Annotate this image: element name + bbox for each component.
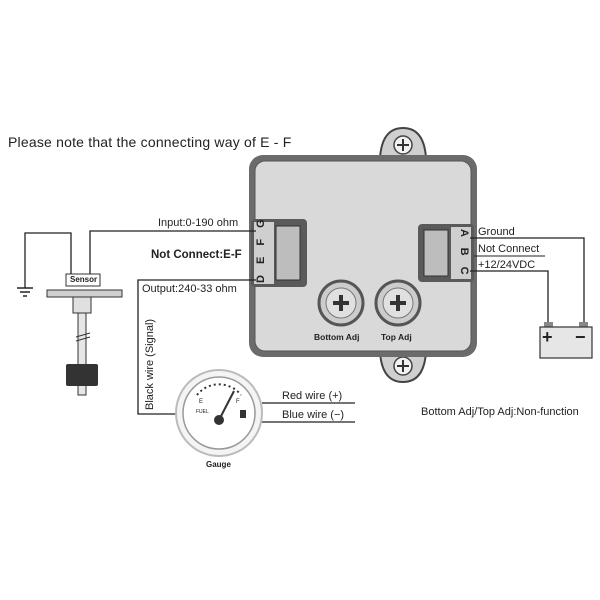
connection-note: Please note that the connecting way of E…	[8, 134, 292, 150]
gauge-label: Gauge	[206, 460, 231, 469]
output-label: Output:240-33 ohm	[142, 283, 237, 295]
gauge-fuel-text: FUEL	[196, 409, 209, 415]
bottom-adj-label: Bottom Adj	[314, 332, 360, 342]
not-connect-label: Not Connect	[478, 243, 540, 255]
fuel-gauge	[175, 369, 263, 457]
wires	[24, 230, 585, 423]
battery-minus: −	[575, 327, 586, 347]
module-mount-top	[378, 126, 428, 159]
not-connect-ef-label: Not Connect:E-F	[151, 249, 242, 261]
gauge-empty-mark: E	[199, 399, 204, 405]
ground-icon	[17, 287, 33, 297]
battery	[539, 322, 593, 359]
non-function-note: Bottom Adj/Top Adj:Non-function	[421, 406, 579, 418]
battery-plus: +	[542, 327, 553, 347]
gauge-full-mark: F	[236, 399, 240, 405]
input-label: Input:0-190 ohm	[158, 217, 239, 229]
blue-wire-label: Blue wire (−)	[282, 409, 345, 421]
top-adj-label: Top Adj	[381, 332, 412, 342]
left-terminal-letters: D E F G	[255, 215, 267, 283]
ground-label: Ground	[478, 226, 515, 238]
module-mount-bottom	[378, 351, 428, 384]
red-wire-label: Red wire (+)	[282, 390, 343, 402]
sensor-label: Sensor	[70, 275, 98, 284]
supply-label: +12/24VDC	[478, 259, 536, 271]
float-sensor	[46, 273, 123, 396]
converter-module	[249, 155, 477, 357]
right-terminal-letters: A B C	[458, 229, 470, 279]
signal-wire-label: Black wire (Signal)	[144, 318, 156, 410]
